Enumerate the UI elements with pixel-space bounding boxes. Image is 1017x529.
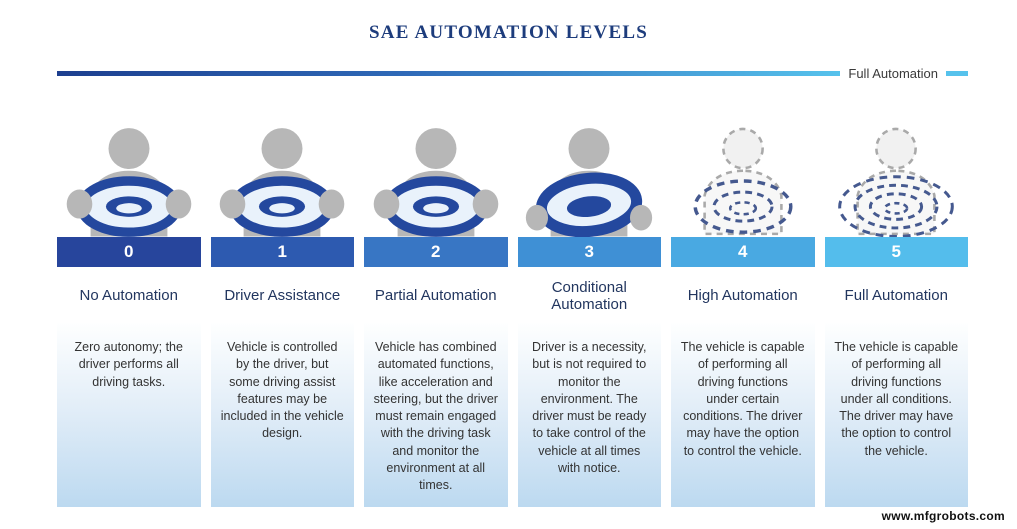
level-description: The vehicle is capable of performing all…: [824, 323, 968, 507]
level-name: Driver Assistance: [224, 287, 341, 305]
level-column-2: 2 Partial Automation Vehicle has combine…: [364, 95, 508, 507]
level-number: 4: [738, 242, 748, 261]
level-number-band: 4: [671, 237, 815, 267]
level-number: 5: [891, 242, 901, 261]
level-name: High Automation: [687, 287, 798, 305]
level-number: 3: [584, 242, 594, 261]
level-number: 2: [431, 242, 441, 261]
level-name: Partial Automation: [374, 287, 497, 305]
level-number-band: 0: [57, 237, 201, 267]
driver-hands-off-wheel-icon: [518, 95, 662, 237]
level-description: Driver is a necessity, but is not requir…: [517, 323, 661, 507]
level-number: 1: [277, 242, 287, 261]
watermark: www.mfgrobots.com: [881, 509, 1005, 523]
level-description: The vehicle is capable of performing all…: [671, 323, 815, 507]
level-name: No Automation: [79, 287, 178, 305]
level-column-3: 3 Conditional Automation Driver is a nec…: [517, 95, 662, 507]
automation-gradient-bar: [57, 71, 841, 76]
level-column-4: 4 High Automation The vehicle is capable…: [671, 95, 815, 507]
driver-hands-on-wheel-icon: [364, 95, 508, 237]
autonomous-dashed-driver-icon: [671, 95, 815, 237]
level-name: Conditional Automation: [551, 278, 628, 313]
level-column-5: 5 Full Automation The vehicle is capable…: [824, 95, 969, 507]
level-name: Full Automation: [844, 287, 948, 305]
level-description: Zero autonomy; the driver performs all d…: [57, 323, 201, 507]
level-number-band: 1: [210, 237, 354, 267]
driver-hands-on-wheel-icon: [57, 95, 201, 237]
levels-row: 0 No Automation Zero autonomy; the drive…: [57, 95, 968, 507]
level-description: Vehicle is controlled by the driver, but…: [210, 323, 354, 507]
level-description: Vehicle has combined automated functions…: [364, 323, 508, 507]
level-column-1: 1 Driver Assistance Vehicle is controlle…: [210, 95, 355, 507]
level-number-band: 2: [364, 237, 508, 267]
gradient-bar-cap: [946, 71, 968, 76]
level-number: 0: [124, 242, 134, 261]
level-number-band: 3: [517, 237, 661, 267]
level-number-band: 5: [824, 237, 968, 267]
autonomous-dashed-driver-full-icon: [825, 95, 969, 237]
scale-label: Full Automation: [848, 66, 938, 81]
driver-hands-on-wheel-icon: [211, 95, 355, 237]
level-column-0: 0 No Automation Zero autonomy; the drive…: [57, 95, 201, 507]
automation-scale: Full Automation: [57, 66, 968, 81]
page-title: SAE AUTOMATION LEVELS: [369, 22, 648, 43]
